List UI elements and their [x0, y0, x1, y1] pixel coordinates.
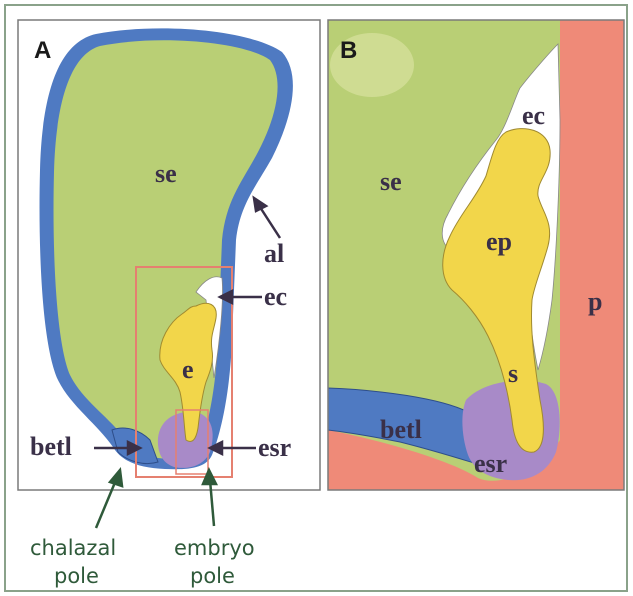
label-esr-a: esr [258, 433, 291, 462]
embryo-pole-line2: pole [190, 564, 235, 588]
panel-b: B ec se ep p s betl esr [328, 20, 624, 490]
label-s: s [508, 359, 518, 388]
label-esr-b: esr [474, 449, 507, 478]
pericarp-shape [560, 20, 624, 490]
label-p: p [588, 287, 602, 316]
label-se-b: se [380, 167, 402, 196]
panel-a-letter: A [34, 37, 51, 64]
panel-b-letter: B [340, 37, 357, 64]
label-betl-a: betl [30, 432, 72, 461]
label-al: al [264, 239, 284, 268]
label-ec-a: ec [264, 282, 287, 311]
chalazal-pole-line2: pole [54, 564, 99, 588]
label-se-a: se [155, 159, 177, 188]
label-ec-b: ec [522, 101, 545, 130]
label-e: e [182, 355, 194, 384]
embryo-pole-line1: embryo [174, 536, 255, 560]
label-ep: ep [486, 227, 512, 256]
label-betl-b: betl [380, 415, 422, 444]
chalazal-pole-line1: chalazal [30, 536, 116, 560]
